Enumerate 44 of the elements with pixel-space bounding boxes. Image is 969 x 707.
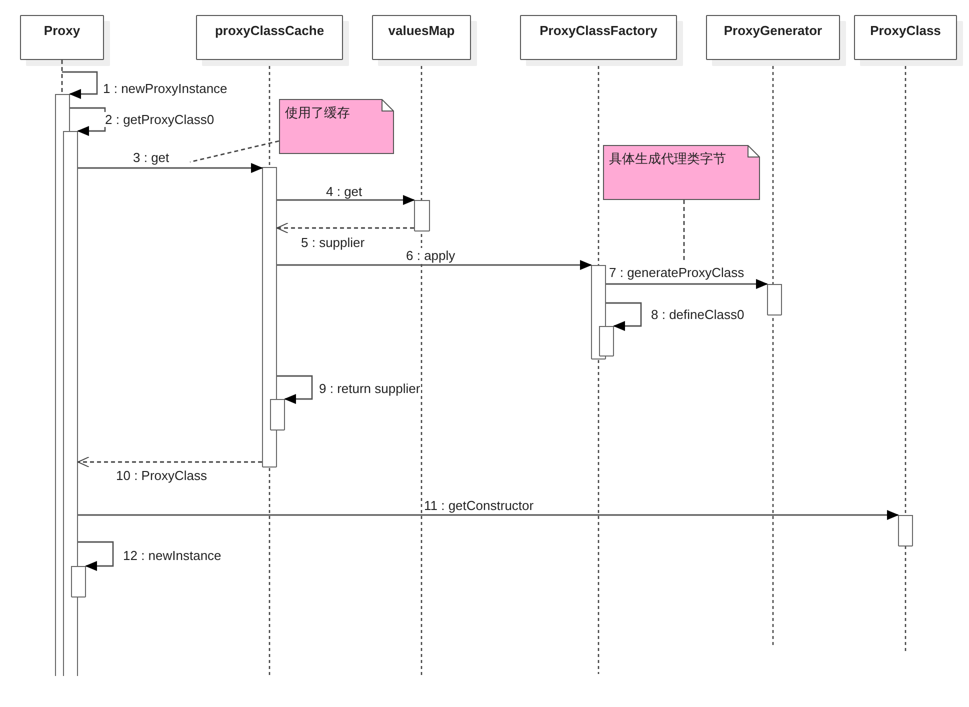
return-arrow xyxy=(276,222,414,234)
activation-bar xyxy=(55,94,70,676)
message-label: 8 : defineClass0 xyxy=(650,307,746,322)
message-arrow xyxy=(606,302,642,331)
leader-line xyxy=(190,140,280,163)
note-text: 使用了缓存 xyxy=(285,105,350,120)
participant-name: valuesMap xyxy=(388,23,455,38)
note xyxy=(279,99,394,154)
note-text: 具体生成代理类字节 xyxy=(609,151,726,166)
activation-bar xyxy=(599,326,614,357)
message-label: 1 : newProxyInstance xyxy=(102,81,228,96)
message-label: 12 : newInstance xyxy=(122,548,222,563)
message-arrow xyxy=(78,163,263,173)
message-label: 9 : return supplier xyxy=(318,381,422,396)
note xyxy=(603,145,760,200)
activation-bar xyxy=(63,131,78,676)
message-arrow xyxy=(277,195,415,205)
activation-bar xyxy=(414,200,430,232)
lifeline xyxy=(61,60,63,94)
message-arrow xyxy=(277,260,592,270)
leader-line xyxy=(683,200,685,262)
activation-bar xyxy=(71,566,86,598)
message-label: 7 : generateProxyClass xyxy=(608,265,746,280)
message-label: 3 : get xyxy=(132,150,170,165)
message-arrow xyxy=(78,510,899,520)
message-label: 4 : get xyxy=(325,184,364,199)
participant-name: ProxyClass xyxy=(870,23,941,38)
participant-name: ProxyClassFactory xyxy=(540,23,658,38)
message-arrow xyxy=(62,71,98,99)
participant-name: proxyClassCache xyxy=(214,23,324,38)
activation-bar xyxy=(767,284,782,316)
participant-name: ProxyGenerator xyxy=(724,23,822,38)
message-arrow xyxy=(606,279,768,289)
message-arrow xyxy=(78,541,114,571)
message-arrow xyxy=(277,375,313,404)
message-label: 5 : supplier xyxy=(300,235,366,250)
message-label: 6 : apply xyxy=(405,248,456,263)
activation-bar xyxy=(898,515,913,547)
message-label: 11 : getConstructor xyxy=(423,498,535,513)
activation-bar xyxy=(270,399,285,431)
return-arrow xyxy=(78,456,262,468)
message-label: 10 : ProxyClass xyxy=(115,468,208,483)
message-label: 2 : getProxyClass0 xyxy=(104,112,216,127)
participant-name: Proxy xyxy=(44,23,80,38)
